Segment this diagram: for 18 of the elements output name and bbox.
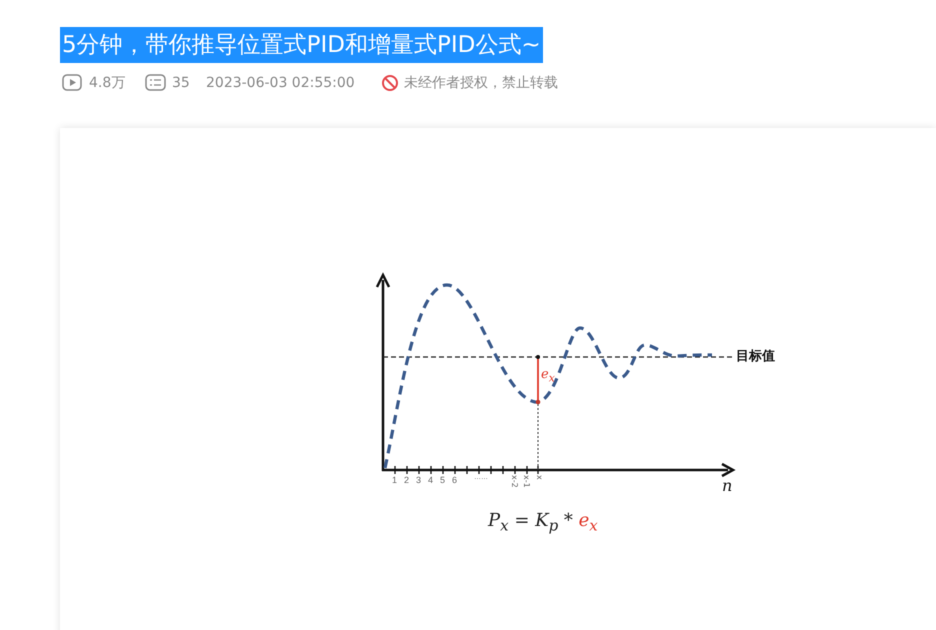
tick-label: 1: [392, 475, 398, 485]
tick-label: 4: [428, 475, 434, 485]
target-value-label: 目标值: [736, 348, 775, 365]
tick-label: 6: [452, 475, 458, 485]
axis-label: n: [722, 476, 732, 495]
tick-label: 5: [440, 475, 446, 485]
tick-label: 3: [416, 475, 422, 485]
title: 5分钟，带你推导位置式PID和增量式PID公式~: [60, 27, 543, 63]
tick-label: 2: [404, 475, 410, 485]
formula: P$_{x}$ = K$_{p}$ * e$_{x}$: [488, 510, 598, 535]
error-label: e$_{x}$: [541, 367, 555, 385]
tick-label: x: [534, 475, 544, 480]
tick-label: x-1: [521, 475, 531, 488]
publish-date: 2023-06-03 02:55:00: [206, 74, 355, 93]
comment-count: 35: [172, 74, 190, 93]
copyright-notice: 未经作者授权，禁止转载: [404, 74, 558, 93]
play-count: 4.8万: [89, 74, 126, 93]
tick-label: x-2: [509, 475, 519, 488]
